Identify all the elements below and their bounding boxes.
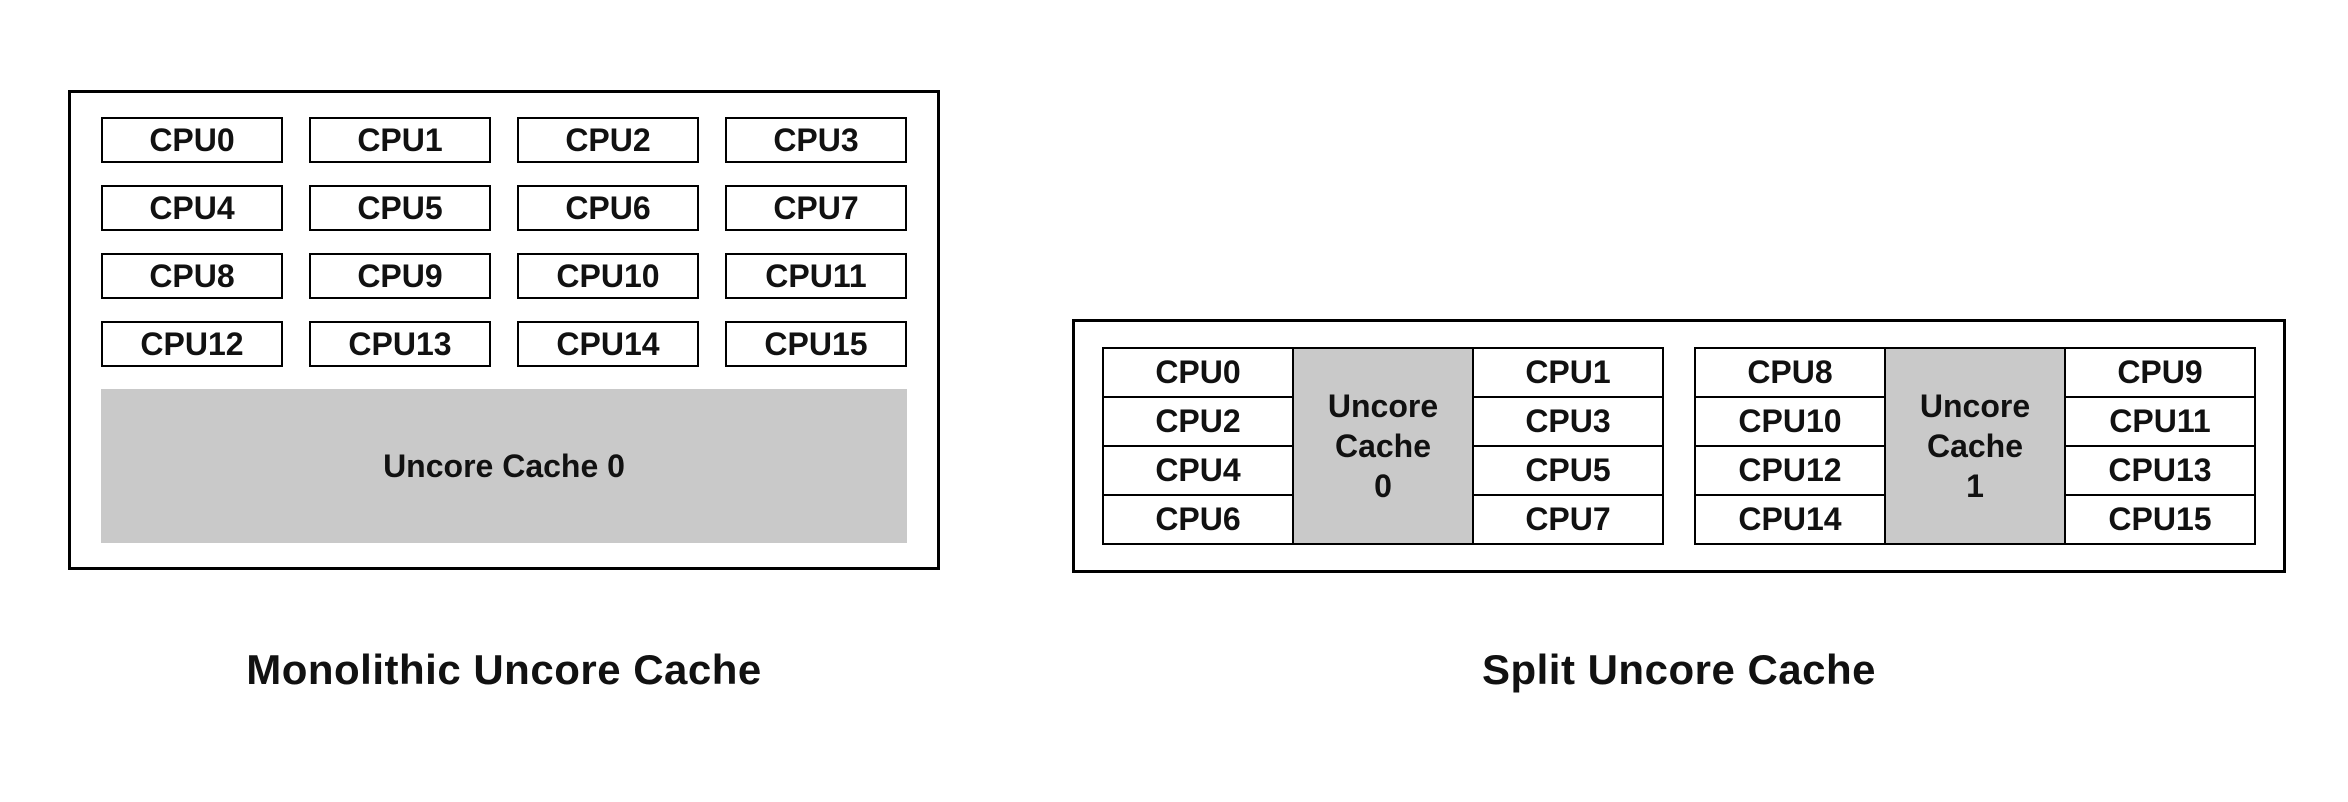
cpu-cell: CPU3 <box>1472 396 1664 447</box>
cache-label-line: Uncore <box>1327 388 1439 424</box>
cpu-cell: CPU1 <box>309 117 491 163</box>
cpu-cell: CPU9 <box>309 253 491 299</box>
split-group-1: CPU8 CPU10 CPU12 CPU14 Uncore Cache 1 CP… <box>1694 347 2256 545</box>
cpu-cell: CPU13 <box>309 321 491 367</box>
cpu-cell: CPU14 <box>517 321 699 367</box>
uncore-cache-0-block: Uncore Cache 0 <box>101 389 907 543</box>
split-group-0: CPU0 CPU2 CPU4 CPU6 Uncore Cache 0 CPU1 … <box>1102 347 1664 545</box>
cpu-cell: CPU15 <box>2064 494 2256 545</box>
cpu-cell: CPU10 <box>1694 396 1886 447</box>
cpu-cell: CPU7 <box>725 185 907 231</box>
cpu-cell: CPU0 <box>101 117 283 163</box>
cache-label-line: 1 <box>1966 468 1984 504</box>
cpu-cell: CPU10 <box>517 253 699 299</box>
split-group-1-left-column: CPU8 CPU10 CPU12 CPU14 <box>1694 347 1886 545</box>
cpu-cell: CPU14 <box>1694 494 1886 545</box>
cpu-cell: CPU4 <box>101 185 283 231</box>
cpu-cell: CPU9 <box>2064 347 2256 398</box>
cache-label-line: Uncore <box>1919 388 2031 424</box>
cpu-cell: CPU1 <box>1472 347 1664 398</box>
cpu-cell: CPU2 <box>517 117 699 163</box>
uncore-cache-1-cell: Uncore Cache 1 <box>1884 347 2066 545</box>
monolithic-diagram: CPU0 CPU1 CPU2 CPU3 CPU4 CPU5 CPU6 CPU7 … <box>68 90 940 570</box>
monolithic-cpu-grid: CPU0 CPU1 CPU2 CPU3 CPU4 CPU5 CPU6 CPU7 … <box>101 117 907 367</box>
split-group-0-left-column: CPU0 CPU2 CPU4 CPU6 <box>1102 347 1294 545</box>
uncore-cache-0-cell: Uncore Cache 0 <box>1292 347 1474 545</box>
cpu-cell: CPU11 <box>2064 396 2256 447</box>
cpu-cell: CPU3 <box>725 117 907 163</box>
cpu-cell: CPU6 <box>517 185 699 231</box>
cpu-cell: CPU13 <box>2064 445 2256 496</box>
cpu-cell: CPU11 <box>725 253 907 299</box>
split-group-1-right-column: CPU9 CPU11 CPU13 CPU15 <box>2064 347 2256 545</box>
monolithic-caption: Monolithic Uncore Cache <box>246 646 762 693</box>
cpu-cell: CPU5 <box>309 185 491 231</box>
cache-label-line: Cache <box>1334 428 1432 464</box>
cpu-cell: CPU12 <box>1694 445 1886 496</box>
split-group-0-right-column: CPU1 CPU3 CPU5 CPU7 <box>1472 347 1664 545</box>
cpu-cell: CPU12 <box>101 321 283 367</box>
cpu-cell: CPU8 <box>1694 347 1886 398</box>
cpu-cell: CPU8 <box>101 253 283 299</box>
cpu-cell: CPU6 <box>1102 494 1294 545</box>
cpu-cell: CPU2 <box>1102 396 1294 447</box>
cache-label-line: Cache <box>1926 428 2024 464</box>
cpu-cell: CPU4 <box>1102 445 1294 496</box>
cache-label-line: 0 <box>1374 468 1392 504</box>
split-diagram: CPU0 CPU2 CPU4 CPU6 Uncore Cache 0 CPU1 … <box>1072 319 2286 573</box>
cpu-cell: CPU0 <box>1102 347 1294 398</box>
cpu-cell: CPU7 <box>1472 494 1664 545</box>
cpu-cell: CPU5 <box>1472 445 1664 496</box>
cpu-cell: CPU15 <box>725 321 907 367</box>
split-caption: Split Uncore Cache <box>1481 646 1877 693</box>
